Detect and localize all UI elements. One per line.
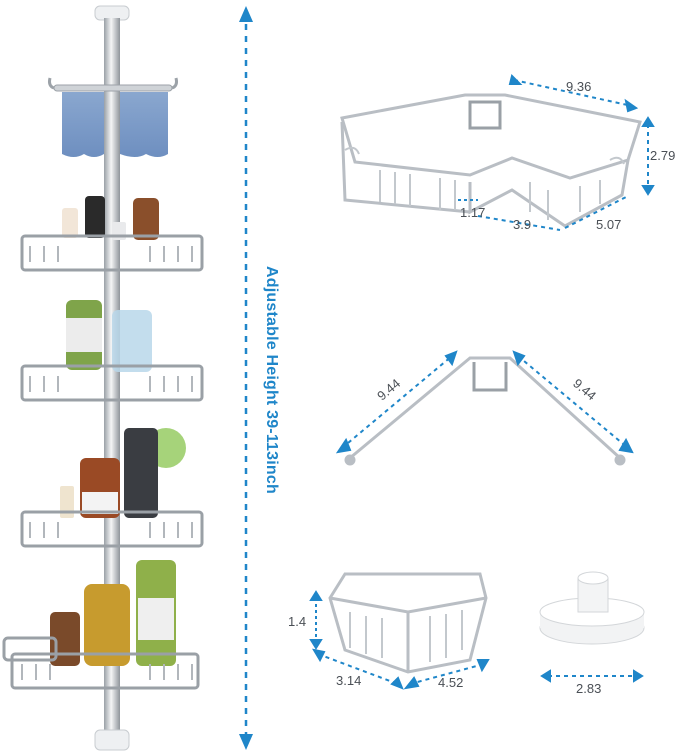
- soap-dimension-lines: [309, 590, 490, 690]
- pole-bottom-cap: [94, 729, 130, 751]
- shelf-3: [20, 428, 204, 548]
- corner-dimension-lines: [458, 74, 655, 231]
- base-dimension-line: [540, 669, 644, 683]
- arm-bracket: [344, 356, 626, 466]
- adjustable-height-label: Adjustable Height 39-113inch: [256, 245, 286, 515]
- soap-height-label: 1.4: [288, 614, 307, 629]
- corner-side-a-label: 3.9: [513, 217, 532, 232]
- corner-basket: [340, 93, 642, 228]
- arm-dimension-lines: [335, 350, 634, 454]
- soap-width-label: 3.14: [336, 673, 362, 688]
- towel-bar: [48, 77, 178, 157]
- shelf-1: [20, 196, 204, 272]
- tension-pole: [104, 18, 120, 730]
- shelf-2: [20, 300, 204, 402]
- adjustable-height-text: Adjustable Height 39-113inch: [263, 266, 280, 494]
- corner-front-label: 1.17: [460, 205, 486, 220]
- shelf-4: [2, 560, 200, 690]
- corner-side-b-label: 5.07: [596, 217, 622, 232]
- soap-depth-label: 4.52: [438, 675, 464, 690]
- base-cap: [539, 571, 645, 645]
- soap-basket: [328, 572, 488, 674]
- corner-height-label: 2.79: [650, 148, 676, 163]
- base-width-label: 2.83: [576, 681, 602, 696]
- corner-width-label: 9.36: [566, 79, 592, 94]
- height-dimension-line: [239, 6, 253, 750]
- pole-top-cap: [94, 5, 130, 21]
